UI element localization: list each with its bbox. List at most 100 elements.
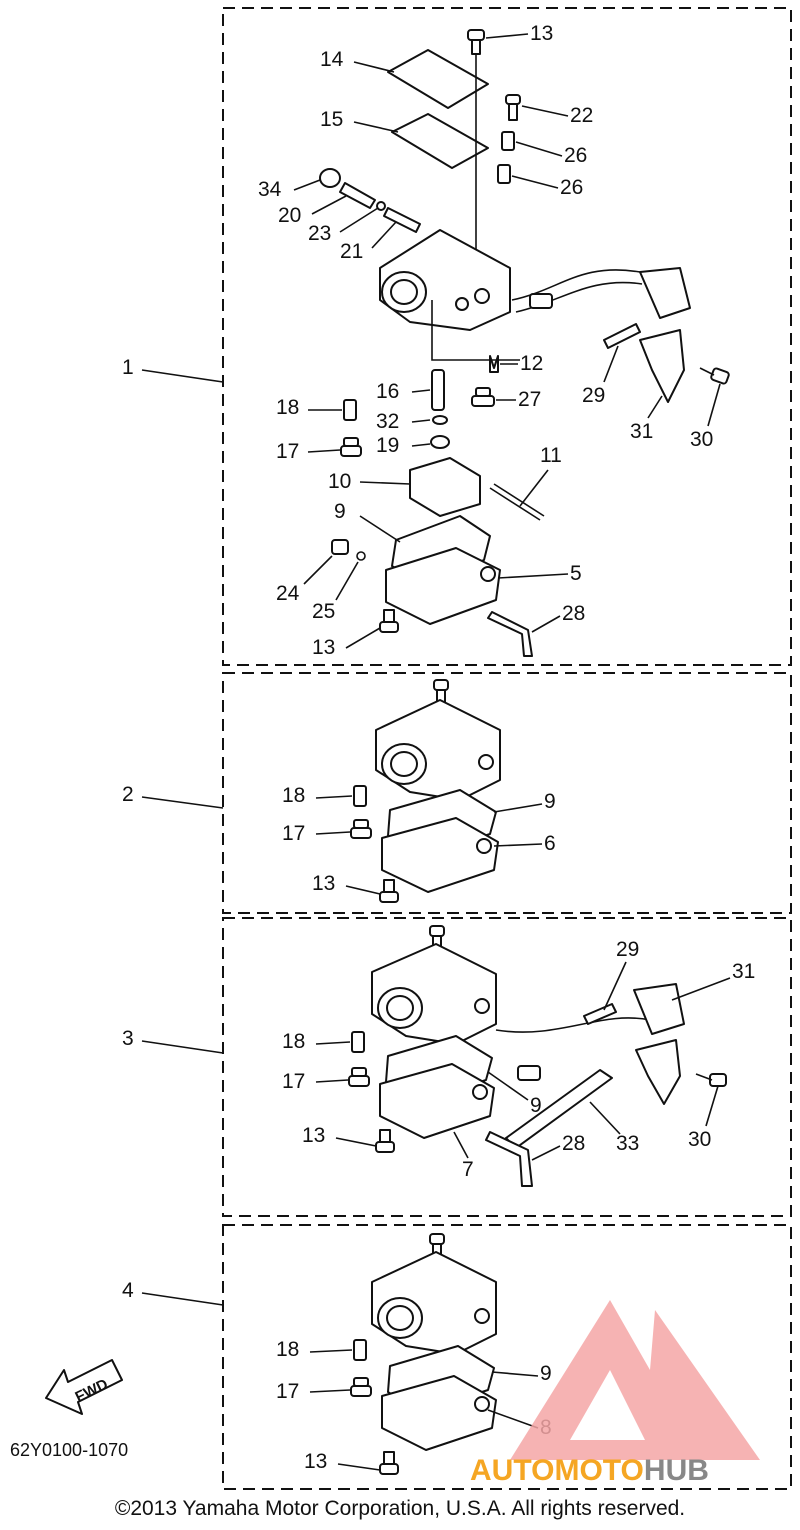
svg-text:13: 13	[302, 1124, 325, 1147]
svg-text:18: 18	[276, 1338, 299, 1361]
svg-text:4: 4	[122, 1279, 134, 1302]
drain-screw-icon	[348, 1067, 370, 1087]
svg-text:1: 1	[122, 356, 134, 379]
svg-text:23: 23	[308, 222, 331, 245]
choke-bracket-icon	[635, 1039, 681, 1105]
drain-screw-icon	[340, 437, 362, 457]
carburetor-assembly-group-2	[350, 679, 501, 903]
group-label-1: 1	[122, 356, 224, 383]
svg-text:17: 17	[282, 1070, 305, 1093]
svg-text:13: 13	[530, 22, 553, 45]
group-label-2: 2	[122, 783, 224, 809]
svg-text:6: 6	[544, 832, 556, 855]
svg-text:AUTOMOTOHUB: AUTOMOTOHUB	[470, 1454, 709, 1487]
forward-direction-arrow: FWD	[45, 1359, 123, 1415]
group-box-4	[222, 1224, 792, 1490]
svg-text:24: 24	[276, 582, 300, 605]
svg-text:33: 33	[616, 1132, 639, 1155]
svg-text:31: 31	[630, 420, 653, 443]
carburetor-assembly-group-1	[319, 29, 730, 657]
svg-text:13: 13	[312, 636, 335, 659]
group-label-3: 3	[122, 1027, 224, 1054]
svg-text:12: 12	[520, 352, 543, 375]
svg-text:28: 28	[562, 1132, 585, 1155]
svg-text:10: 10	[328, 470, 351, 493]
spring-icon	[501, 131, 515, 151]
watermark-text-b: HUB	[644, 1454, 709, 1487]
svg-text:16: 16	[376, 380, 399, 403]
copyright-notice: ©2013 Yamaha Motor Corporation, U.S.A. A…	[114, 1497, 686, 1520]
svg-text:26: 26	[560, 176, 583, 199]
screw-icon	[695, 1073, 727, 1087]
svg-text:28: 28	[562, 602, 585, 625]
spring-icon	[383, 207, 421, 233]
choke-bracket-icon	[639, 329, 685, 403]
o-ring-icon	[432, 415, 448, 425]
screw-icon	[505, 94, 521, 121]
svg-text:5: 5	[570, 562, 582, 585]
drain-screw-icon	[331, 539, 349, 555]
svg-text:18: 18	[282, 784, 305, 807]
tube-icon	[603, 323, 641, 349]
cap-icon	[319, 168, 341, 188]
svg-text:34: 34	[258, 178, 282, 201]
screw-icon	[699, 367, 730, 385]
pilot-screw-icon	[339, 182, 376, 209]
svg-text:9: 9	[540, 1362, 552, 1385]
main-nozzle-icon	[431, 369, 445, 411]
svg-text:14: 14	[320, 48, 344, 71]
screw-icon	[467, 29, 485, 55]
screw-icon	[379, 609, 399, 633]
float-chamber-icon	[385, 547, 501, 625]
group-box-1	[222, 7, 792, 666]
screw-icon	[379, 1451, 399, 1475]
svg-text:3: 3	[122, 1027, 134, 1050]
callouts-group-2: 18 9 17 6 13	[282, 784, 556, 895]
svg-text:18: 18	[282, 1030, 305, 1053]
svg-text:21: 21	[340, 240, 363, 263]
connector-icon	[517, 1065, 541, 1081]
screw-icon	[429, 1233, 445, 1257]
needle-valve-icon	[489, 355, 499, 373]
callouts-group-3: 29 31 18 17 9 13 30 33 28 7	[282, 938, 755, 1181]
svg-text:13: 13	[312, 872, 335, 895]
float-chamber-icon	[381, 1375, 497, 1451]
svg-text:18: 18	[276, 396, 299, 419]
drain-screw-icon	[350, 819, 372, 839]
svg-text:29: 29	[582, 384, 605, 407]
drain-hose-icon	[487, 611, 533, 657]
svg-text:30: 30	[690, 428, 713, 451]
plug-screw-icon	[471, 387, 495, 407]
watermark-text-a: AUTOMOTO	[470, 1454, 644, 1487]
carburetor-assembly-group-3	[348, 925, 727, 1187]
connector-icon	[529, 293, 553, 309]
main-jet-icon	[343, 399, 357, 421]
svg-text:15: 15	[320, 108, 343, 131]
svg-text:7: 7	[462, 1158, 474, 1181]
svg-text:22: 22	[570, 104, 593, 127]
main-jet-icon	[351, 1031, 365, 1053]
spring-icon	[497, 164, 511, 184]
group-label-4: 4	[122, 1279, 224, 1306]
washer-icon	[430, 435, 450, 449]
gasket-ring-icon	[356, 551, 366, 561]
group-box-3	[222, 917, 792, 1217]
callouts-group-1: 13 14 22 15 26 26 34 20 23 21 12 29 16 1…	[258, 22, 721, 659]
triangle-logo-icon	[510, 1300, 760, 1460]
screw-icon	[429, 925, 445, 949]
svg-text:31: 31	[732, 960, 755, 983]
svg-text:20: 20	[278, 204, 301, 227]
choke-solenoid-icon	[633, 983, 685, 1035]
carburetor-assembly-group-4	[350, 1233, 497, 1475]
svg-text:32: 32	[376, 410, 399, 433]
group-box-2	[222, 672, 792, 914]
svg-text:2: 2	[122, 783, 134, 806]
cover-plate-icon	[387, 49, 489, 109]
svg-text:13: 13	[304, 1450, 327, 1473]
watermark-logo: AUTOMOTOHUB	[470, 1270, 790, 1505]
screw-icon	[375, 1129, 395, 1153]
svg-text:29: 29	[616, 938, 639, 961]
svg-text:25: 25	[312, 600, 335, 623]
svg-text:26: 26	[564, 144, 587, 167]
